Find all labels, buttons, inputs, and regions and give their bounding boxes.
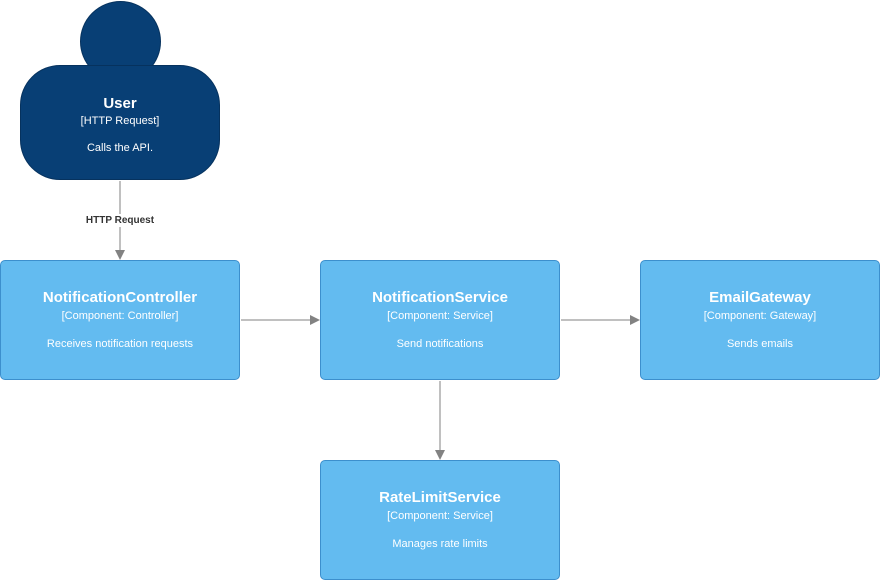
user-title: User bbox=[103, 95, 137, 112]
email-gateway-node[interactable]: EmailGateway [Component: Gateway] Sends … bbox=[640, 260, 880, 380]
email-gateway-title: EmailGateway bbox=[709, 289, 811, 306]
rate-limit-service-tech: [Component: Service] bbox=[387, 510, 493, 522]
email-gateway-desc: Sends emails bbox=[726, 338, 794, 350]
user-tech: [HTTP Request] bbox=[80, 115, 160, 127]
email-gateway-tech: [Component: Gateway] bbox=[703, 310, 817, 322]
user-desc: Calls the API. bbox=[86, 142, 154, 154]
notification-service-desc: Send notifications bbox=[396, 338, 484, 350]
notification-controller-desc: Receives notification requests bbox=[46, 338, 194, 350]
notification-controller-title: NotificationController bbox=[42, 289, 198, 306]
user-person-node[interactable]: User [HTTP Request] Calls the API. bbox=[20, 65, 220, 180]
notification-controller-node[interactable]: NotificationController [Component: Contr… bbox=[0, 260, 240, 380]
notification-service-title: NotificationService bbox=[372, 289, 508, 306]
edge-label-http-request: HTTP Request bbox=[70, 214, 170, 227]
notification-service-node[interactable]: NotificationService [Component: Service]… bbox=[320, 260, 560, 380]
notification-service-tech: [Component: Service] bbox=[387, 310, 493, 322]
rate-limit-service-desc: Manages rate limits bbox=[392, 538, 488, 550]
rate-limit-service-title: RateLimitService bbox=[379, 489, 501, 506]
rate-limit-service-node[interactable]: RateLimitService [Component: Service] Ma… bbox=[320, 460, 560, 580]
notification-controller-tech: [Component: Controller] bbox=[61, 310, 179, 322]
